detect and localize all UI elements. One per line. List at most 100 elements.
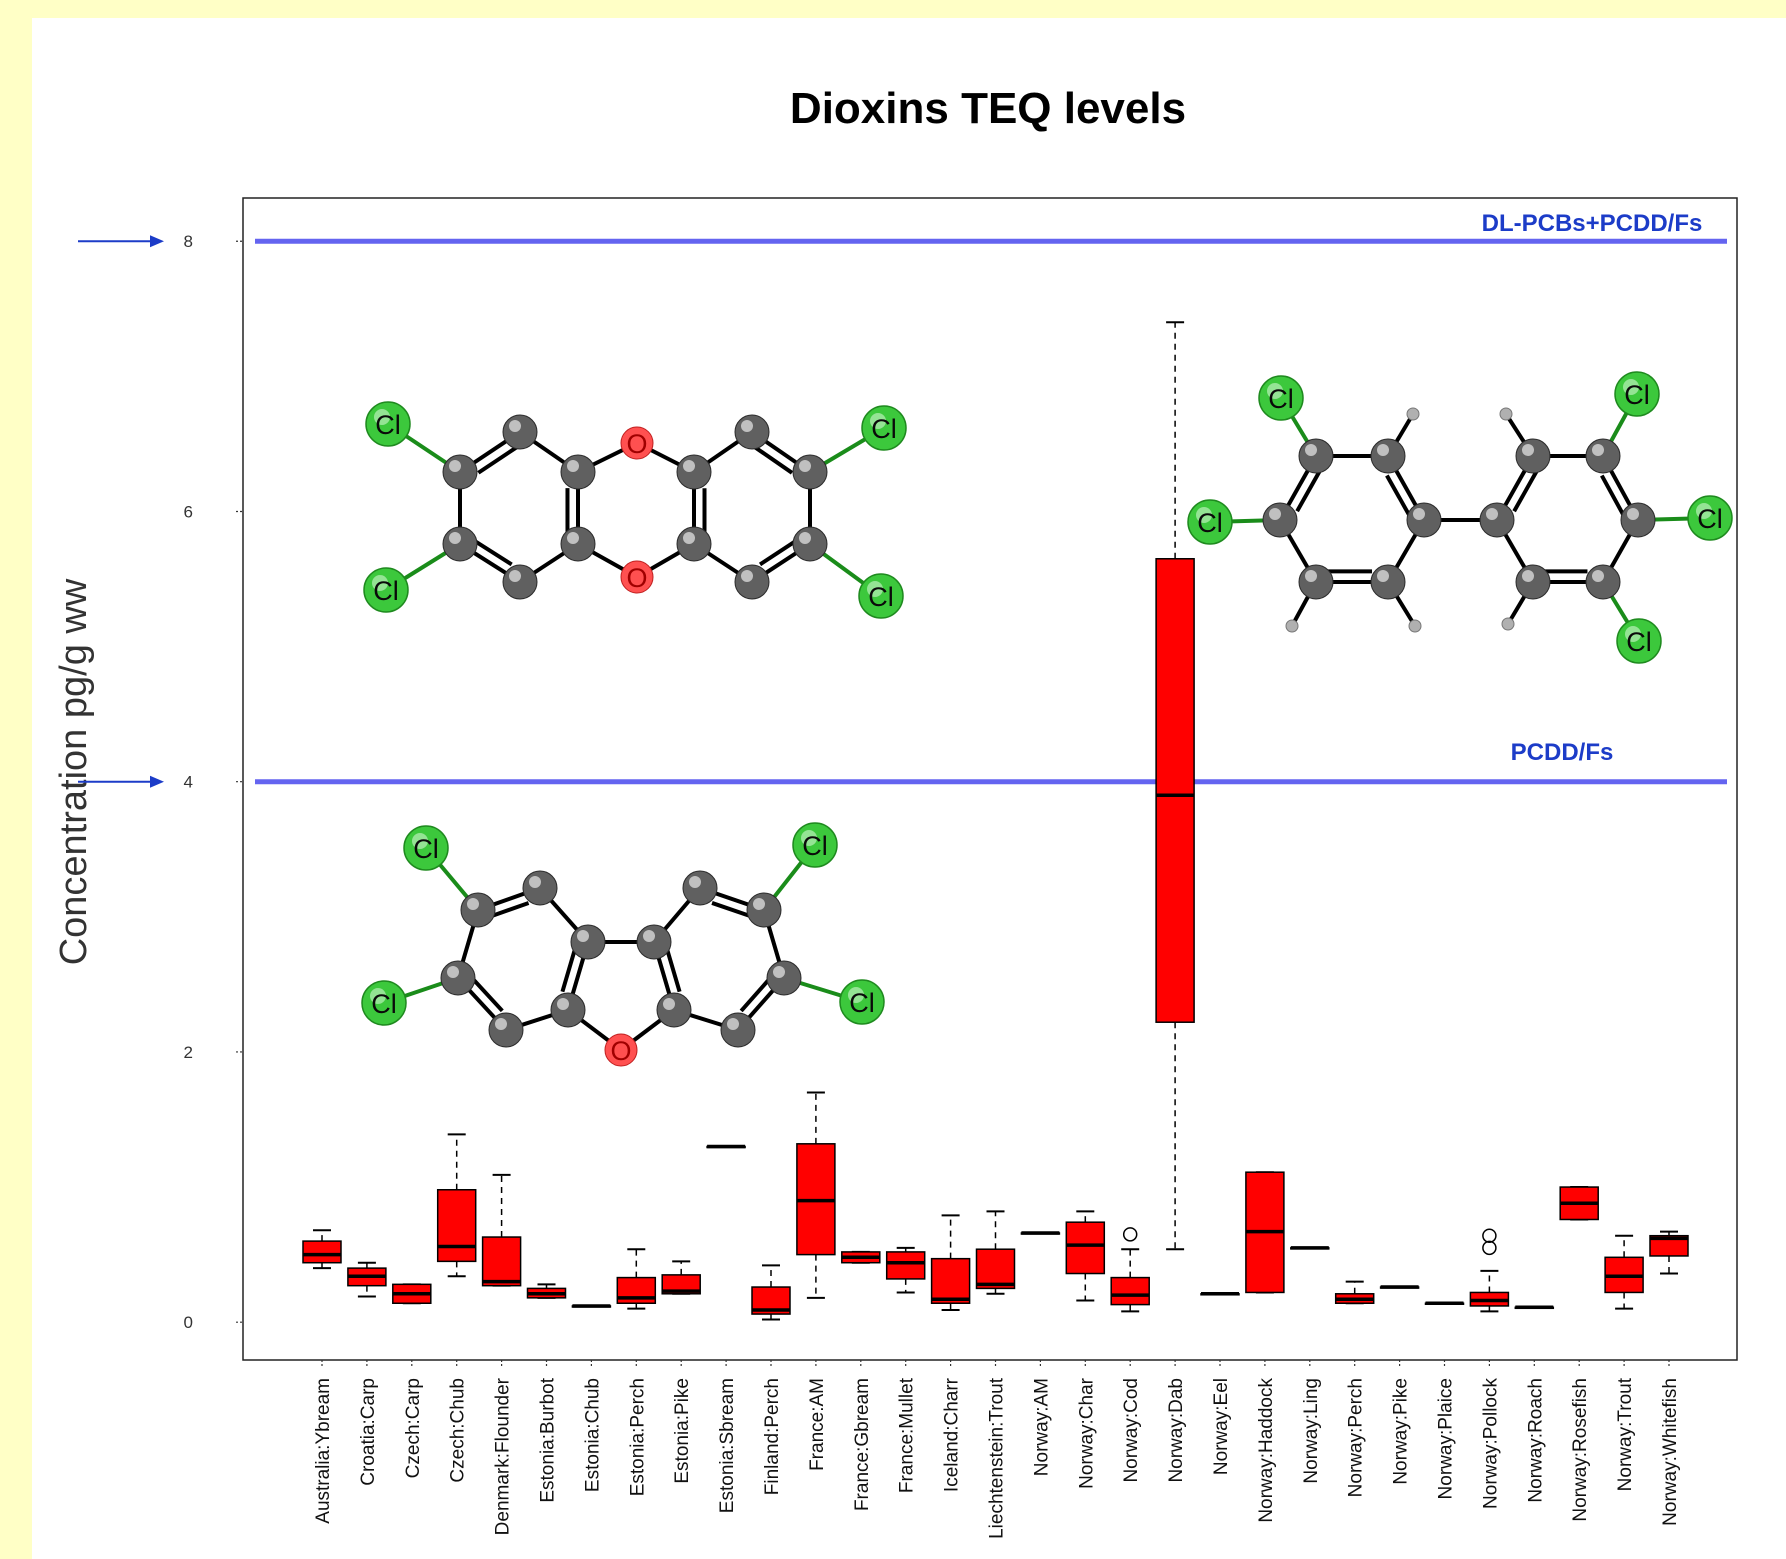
oxygen-atom bbox=[620, 560, 654, 594]
y-tick-label: 4 bbox=[184, 773, 193, 792]
box-Norway:Pike bbox=[1379, 1285, 1420, 1289]
reference-line-label: DL-PCBs+PCDD/Fs bbox=[1482, 210, 1703, 237]
y-tick-label: 0 bbox=[184, 1313, 193, 1332]
box-Norway:Rosefish bbox=[1559, 1186, 1599, 1221]
box-France:Mullet bbox=[885, 1246, 926, 1294]
chlorine-atom-label: Cl bbox=[373, 576, 399, 606]
carbon-atom bbox=[656, 992, 692, 1028]
double-bond bbox=[1385, 474, 1412, 518]
chlorine-atom-label: Cl bbox=[802, 831, 828, 861]
x-tick-label: Estonia:Chub bbox=[582, 1378, 603, 1492]
atom-highlight bbox=[1269, 508, 1281, 520]
box-Norway:Trout bbox=[1604, 1234, 1644, 1310]
atom-highlight bbox=[1305, 444, 1317, 456]
box-Norway:Dab bbox=[1155, 321, 1195, 1251]
oxygen-atom bbox=[604, 1033, 638, 1067]
atom-highlight bbox=[1522, 570, 1534, 582]
chlorine-atom-label: Cl bbox=[849, 988, 875, 1018]
double-bond bbox=[470, 976, 504, 1013]
double-bond bbox=[488, 901, 530, 919]
chlorine-atom-label: Cl bbox=[1626, 627, 1652, 657]
arrow-head bbox=[150, 235, 164, 248]
atom-highlight bbox=[449, 460, 461, 472]
x-tick-label: Iceland:Charr bbox=[942, 1377, 963, 1492]
carbon-atom bbox=[1620, 502, 1656, 538]
plot-frame bbox=[242, 197, 1738, 1361]
carbon-atom bbox=[488, 1012, 524, 1048]
y-axis-label: Concentration pg/g ww bbox=[53, 578, 95, 965]
double-bond bbox=[1600, 474, 1626, 518]
double-bond bbox=[753, 445, 794, 475]
box-Norway:Pollock bbox=[1469, 1228, 1510, 1313]
chlorine-atom-label: Cl bbox=[871, 414, 897, 444]
atom-highlight bbox=[1196, 507, 1212, 523]
hydrogen-atom bbox=[1408, 619, 1422, 633]
carbon-atom bbox=[734, 564, 770, 600]
chlorine-atom-label: Cl bbox=[1697, 504, 1723, 534]
carbon-atom bbox=[766, 960, 802, 996]
atom-highlight bbox=[372, 575, 388, 591]
atom-highlight bbox=[689, 876, 701, 888]
box-Norway:Perch bbox=[1334, 1280, 1375, 1305]
atom-highlight bbox=[1305, 570, 1317, 582]
double-bond bbox=[711, 901, 754, 919]
atom-highlight bbox=[1623, 379, 1639, 395]
box-Estonia:Sbream bbox=[706, 1144, 746, 1149]
atom-highlight bbox=[741, 570, 753, 582]
box-Norway:Haddock bbox=[1245, 1171, 1285, 1294]
box-Liechtenstein:Trout bbox=[975, 1210, 1016, 1295]
chlorine-atom-label: Cl bbox=[1268, 384, 1294, 414]
carbon-atom bbox=[1370, 564, 1406, 600]
box-Croatia:Carp bbox=[347, 1261, 387, 1298]
x-tick-label: Norway:Pike bbox=[1391, 1378, 1412, 1485]
atom-highlight bbox=[1625, 626, 1641, 642]
carbon-atom bbox=[1298, 438, 1334, 474]
x-tick-label: Norway:Cod bbox=[1121, 1378, 1142, 1483]
carbon-atom bbox=[1262, 502, 1298, 538]
carbon-atom bbox=[1585, 564, 1621, 600]
atom-highlight bbox=[870, 413, 886, 429]
atom-highlight bbox=[509, 420, 521, 432]
atom-highlight bbox=[801, 830, 817, 846]
hydrogen-atom bbox=[1406, 407, 1420, 421]
carbon-atom bbox=[1406, 502, 1442, 538]
x-tick-label: Finland:Perch bbox=[762, 1378, 783, 1495]
carbon-atom bbox=[570, 924, 606, 960]
x-tick-label: Croatia:Carp bbox=[358, 1378, 379, 1486]
chlorine-atom-label: Cl bbox=[375, 410, 401, 440]
carbon-atom bbox=[1515, 438, 1551, 474]
carbon-atom bbox=[1515, 564, 1551, 600]
x-tick-label: Denmark:Flounder bbox=[493, 1377, 514, 1535]
x-tick-label: Norway:Plaice bbox=[1436, 1378, 1457, 1499]
oxygen-atom-label: O bbox=[626, 563, 647, 593]
hydrogen-atom bbox=[1499, 407, 1513, 421]
x-tick-label: Norway:Trout bbox=[1615, 1377, 1636, 1491]
box-Denmark:Flounder bbox=[481, 1173, 522, 1287]
x-tick-label: Estonia:Burbot bbox=[538, 1377, 559, 1502]
box-Iceland:Charr bbox=[930, 1214, 971, 1312]
carbon-atom bbox=[676, 526, 712, 562]
carbon-atom bbox=[560, 454, 596, 490]
carbon-atom bbox=[1370, 438, 1406, 474]
carbon-atom bbox=[720, 1012, 756, 1048]
outlier-point bbox=[1482, 1240, 1497, 1256]
carbon-atom bbox=[1298, 564, 1334, 600]
box-iqr bbox=[302, 1240, 342, 1264]
box-iqr bbox=[930, 1257, 971, 1305]
x-tick-label: France:AM bbox=[807, 1378, 828, 1471]
y-tick-label: 8 bbox=[184, 232, 193, 251]
x-tick-label: Norway:Haddock bbox=[1256, 1378, 1277, 1523]
x-tick-label: Norway:AM bbox=[1031, 1378, 1052, 1476]
carbon-atom bbox=[676, 454, 712, 490]
atom-highlight bbox=[727, 1018, 739, 1030]
box-iqr bbox=[436, 1189, 477, 1263]
atom-highlight bbox=[753, 898, 765, 910]
x-tick-label: Australia:Ybream bbox=[313, 1378, 334, 1524]
atom-highlight bbox=[683, 460, 695, 472]
outlier-point bbox=[1482, 1228, 1497, 1243]
chart-title: Dioxins TEQ levels bbox=[790, 84, 1186, 133]
box-Estonia:Perch bbox=[616, 1248, 657, 1310]
carbon-atom bbox=[502, 564, 538, 600]
